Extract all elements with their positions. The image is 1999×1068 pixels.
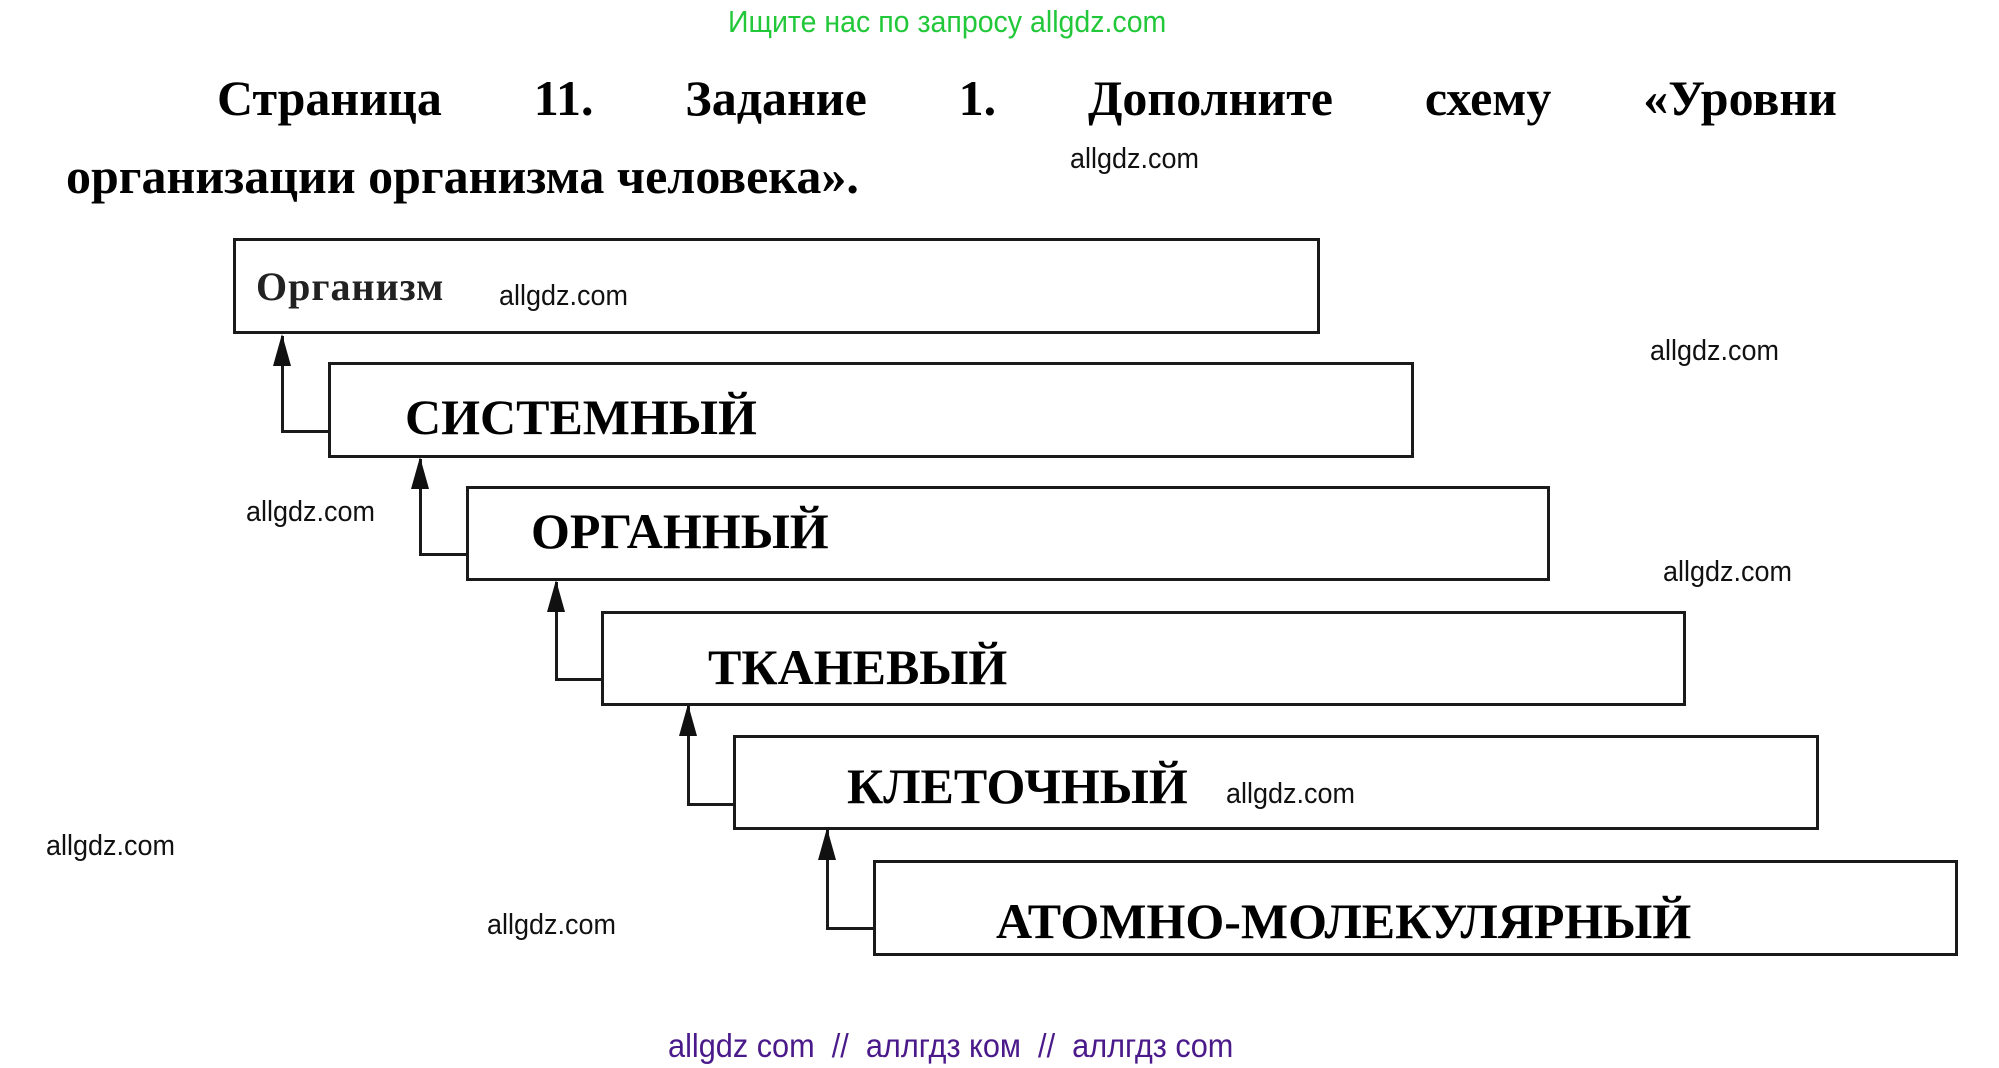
level-label: СИСТЕМНЫЙ: [405, 389, 757, 445]
watermark: allgdz.com: [46, 830, 175, 862]
connector-line: [419, 459, 469, 556]
level-box-organism: Организм: [233, 238, 1320, 334]
watermark: allgdz.com: [1650, 335, 1779, 367]
task-title-line-1: Страница 11. Задание 1. Дополните схему …: [217, 70, 1837, 126]
arrow-up-icon: [818, 828, 836, 860]
connector-line: [826, 830, 875, 930]
title-word: Задание: [685, 70, 867, 126]
watermark: allgdz.com: [487, 909, 616, 941]
arrow-up-icon: [547, 580, 565, 612]
level-label: ОРГАННЫЙ: [531, 503, 829, 559]
task-title-line-2: организации организма человека».: [66, 148, 859, 204]
level-label: Организм: [256, 264, 445, 309]
connector-line: [687, 706, 735, 806]
watermark: allgdz.com: [1226, 778, 1355, 810]
watermark: allgdz.com: [246, 496, 375, 528]
level-box-systemic: СИСТЕМНЫЙ: [328, 362, 1414, 458]
level-box-cellular: КЛЕТОЧНЫЙ: [733, 735, 1819, 830]
level-label: КЛЕТОЧНЫЙ: [847, 758, 1188, 814]
title-word: 11.: [533, 70, 594, 126]
arrow-up-icon: [679, 704, 697, 736]
title-word: Дополните: [1087, 70, 1333, 126]
connector-line: [555, 582, 605, 681]
footer-watermark: allgdz com // аллгдз ком // аллгдз com: [668, 1027, 1234, 1064]
level-label: ТКАНЕВЫЙ: [708, 639, 1008, 695]
level-label: АТОМНО-МОЛЕКУЛЯРНЫЙ: [996, 893, 1692, 949]
level-box-atomic-molecular: АТОМНО-МОЛЕКУЛЯРНЫЙ: [873, 860, 1958, 956]
arrow-up-icon: [273, 334, 291, 366]
level-box-organ: ОРГАННЫЙ: [466, 486, 1550, 581]
watermark: allgdz.com: [499, 280, 628, 312]
title-word: схему: [1424, 70, 1552, 126]
title-word: «Уровни: [1643, 70, 1837, 126]
watermark: allgdz.com: [1663, 556, 1792, 588]
arrow-up-icon: [411, 457, 429, 489]
title-word: 1.: [958, 70, 997, 126]
level-box-tissue: ТКАНЕВЫЙ: [601, 611, 1686, 706]
watermark: allgdz.com: [1070, 143, 1199, 175]
search-banner: Ищите нас по запросу allgdz.com: [728, 4, 1167, 39]
title-word: Страница: [217, 70, 442, 126]
connector-line: [281, 336, 331, 433]
